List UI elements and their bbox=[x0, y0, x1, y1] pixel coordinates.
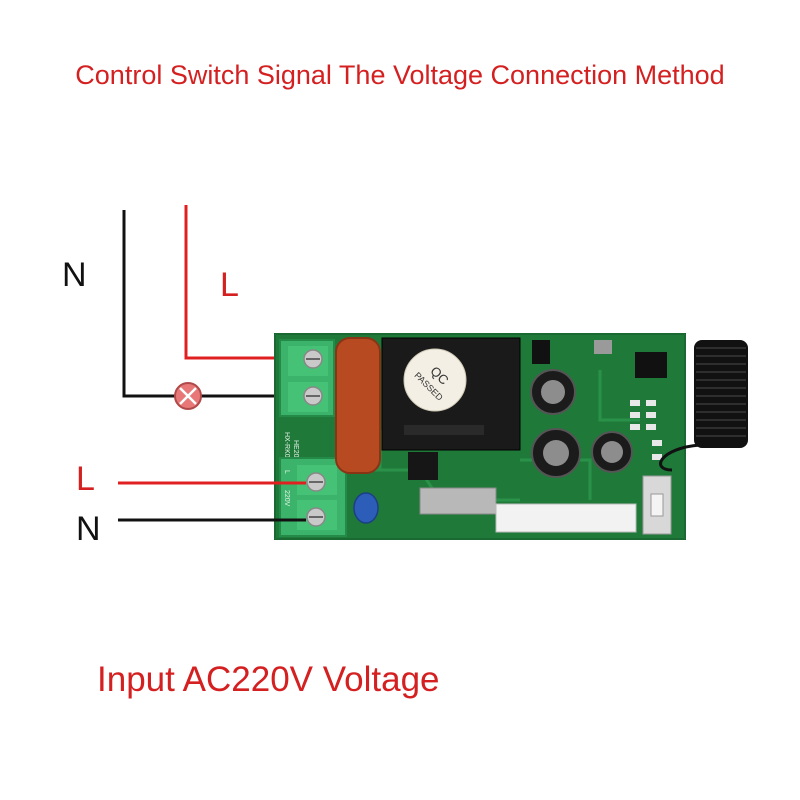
input-voltage-caption: Input AC220V Voltage bbox=[97, 660, 440, 699]
electrolytic-capacitors bbox=[530, 369, 633, 478]
relay: QC PASSED bbox=[381, 337, 521, 451]
input-neutral-label: N bbox=[76, 510, 101, 548]
input-live-label: L bbox=[76, 460, 95, 498]
diagram-title: Control Switch Signal The Voltage Connec… bbox=[75, 60, 725, 90]
top-live-label: L bbox=[220, 266, 239, 304]
terminal-marking-L: L bbox=[283, 470, 290, 474]
led bbox=[594, 340, 612, 354]
rectifier-chip bbox=[408, 452, 438, 480]
terminal-marking-220v: 220V bbox=[283, 490, 290, 507]
rf-module bbox=[495, 503, 637, 533]
top-neutral-label: N bbox=[62, 256, 87, 294]
lamp-icon bbox=[174, 382, 202, 410]
crystal-oscillator bbox=[419, 487, 497, 515]
smd-resistors bbox=[630, 400, 662, 460]
film-capacitor bbox=[335, 337, 381, 474]
load-neutral-wire bbox=[122, 210, 175, 398]
antenna-coil bbox=[659, 340, 748, 472]
load-live-wire bbox=[184, 205, 302, 360]
output-terminal-block bbox=[279, 339, 335, 417]
transistor bbox=[532, 340, 550, 364]
input-terminal-block: L 220V bbox=[279, 457, 347, 537]
ic-chip bbox=[635, 352, 667, 378]
pcb-model-silkscreen: HX-RK01SS bbox=[283, 432, 290, 471]
blue-capacitor bbox=[353, 492, 379, 524]
